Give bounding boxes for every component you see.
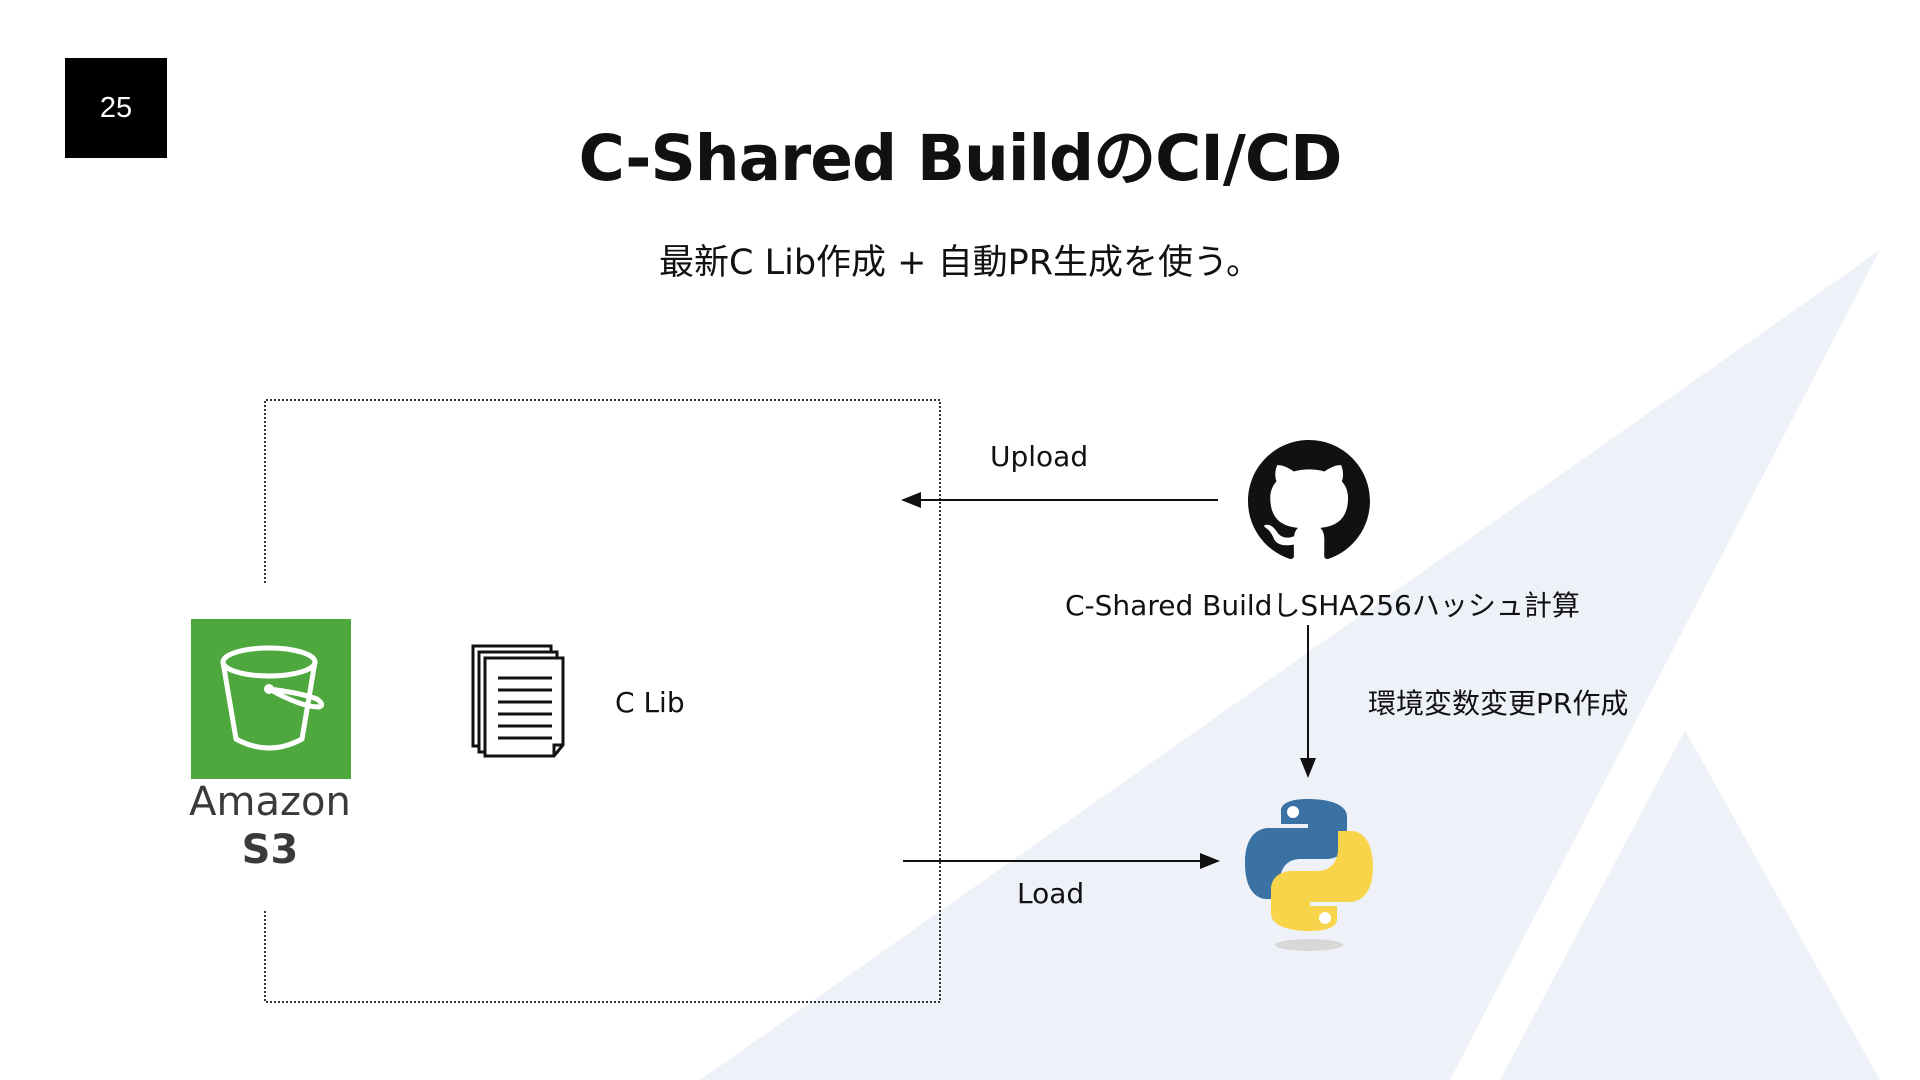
background-triangle-large <box>700 250 1880 1080</box>
slide-subtitle: 最新C Lib作成 + 自動PR生成を使う。 <box>659 243 1261 283</box>
s3-caption: Amazon S3 <box>170 778 370 874</box>
s3-caption-line1: Amazon <box>189 779 351 825</box>
slide-title: C-Shared BuildのCI/CD <box>578 122 1343 195</box>
clib-label: C Lib <box>615 686 685 719</box>
document-icon <box>471 644 565 758</box>
github-icon <box>1248 440 1370 559</box>
s3-caption-line2: S3 <box>241 827 299 873</box>
upload-label: Upload <box>990 440 1089 473</box>
pr-label: 環境変数変更PR作成 <box>1368 687 1629 720</box>
background-triangle-small <box>1500 730 1880 1080</box>
build-label: C-Shared BuildしSHA256ハッシュ計算 <box>1065 589 1580 622</box>
page-number-badge: 25 <box>65 58 167 158</box>
load-label: Load <box>1017 877 1085 910</box>
s3-bucket-boundary <box>264 399 941 1003</box>
aws-s3-bucket-icon <box>191 619 351 779</box>
python-icon <box>1245 799 1373 951</box>
